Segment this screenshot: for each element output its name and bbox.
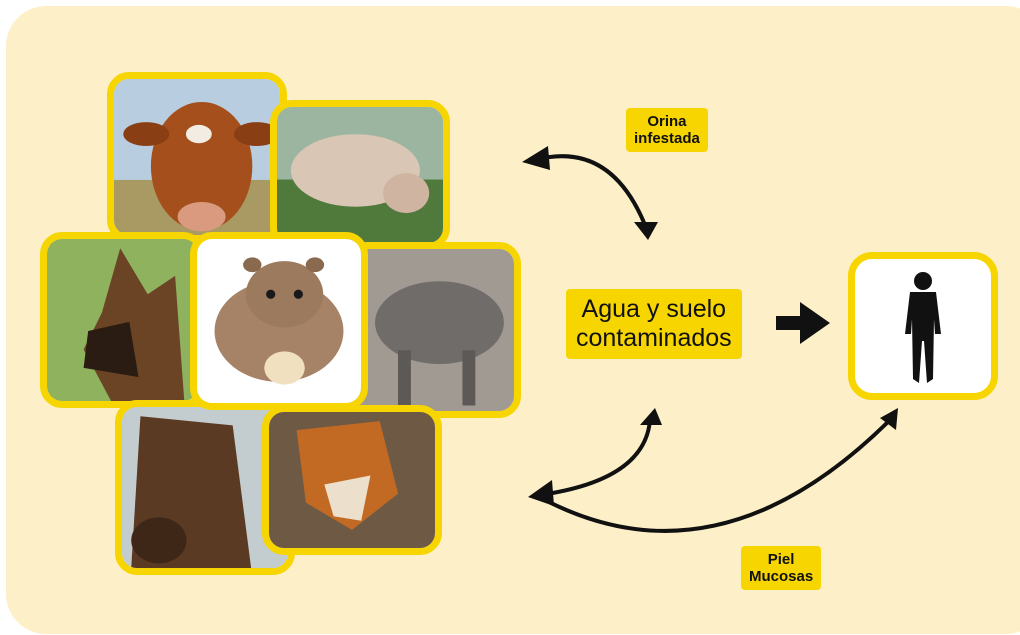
environment-label-line2: contaminados (576, 324, 732, 352)
human-box (848, 252, 998, 400)
hamster-photo (190, 232, 368, 410)
skin-label-line2: Mucosas (749, 568, 814, 585)
urine-label: Orina infestada (626, 108, 708, 152)
human-silhouette-icon (905, 272, 941, 383)
pig-photo (270, 100, 450, 250)
environment-to-human-arrow (776, 302, 830, 344)
cow-photo (107, 72, 287, 242)
skin-arrow-to-human (544, 416, 894, 533)
urine-double-arrow (534, 154, 647, 226)
skin-label: Piel Mucosas (741, 546, 822, 590)
boar-photo (345, 242, 521, 418)
arrow-head-human (880, 408, 898, 430)
urine-label-line1: Orina (647, 113, 687, 130)
arrow-head-top-left (522, 146, 550, 170)
arrow-head-top-down (634, 222, 658, 240)
environment-label: Agua y suelo contaminados (566, 289, 742, 359)
environment-label-line1: Agua y suelo (581, 295, 727, 323)
urine-label-line2: infestada (634, 130, 700, 147)
skin-label-line1: Piel (767, 551, 795, 568)
arrow-head-bottom-up (640, 408, 662, 425)
skin-arrow-to-environment (539, 419, 652, 497)
